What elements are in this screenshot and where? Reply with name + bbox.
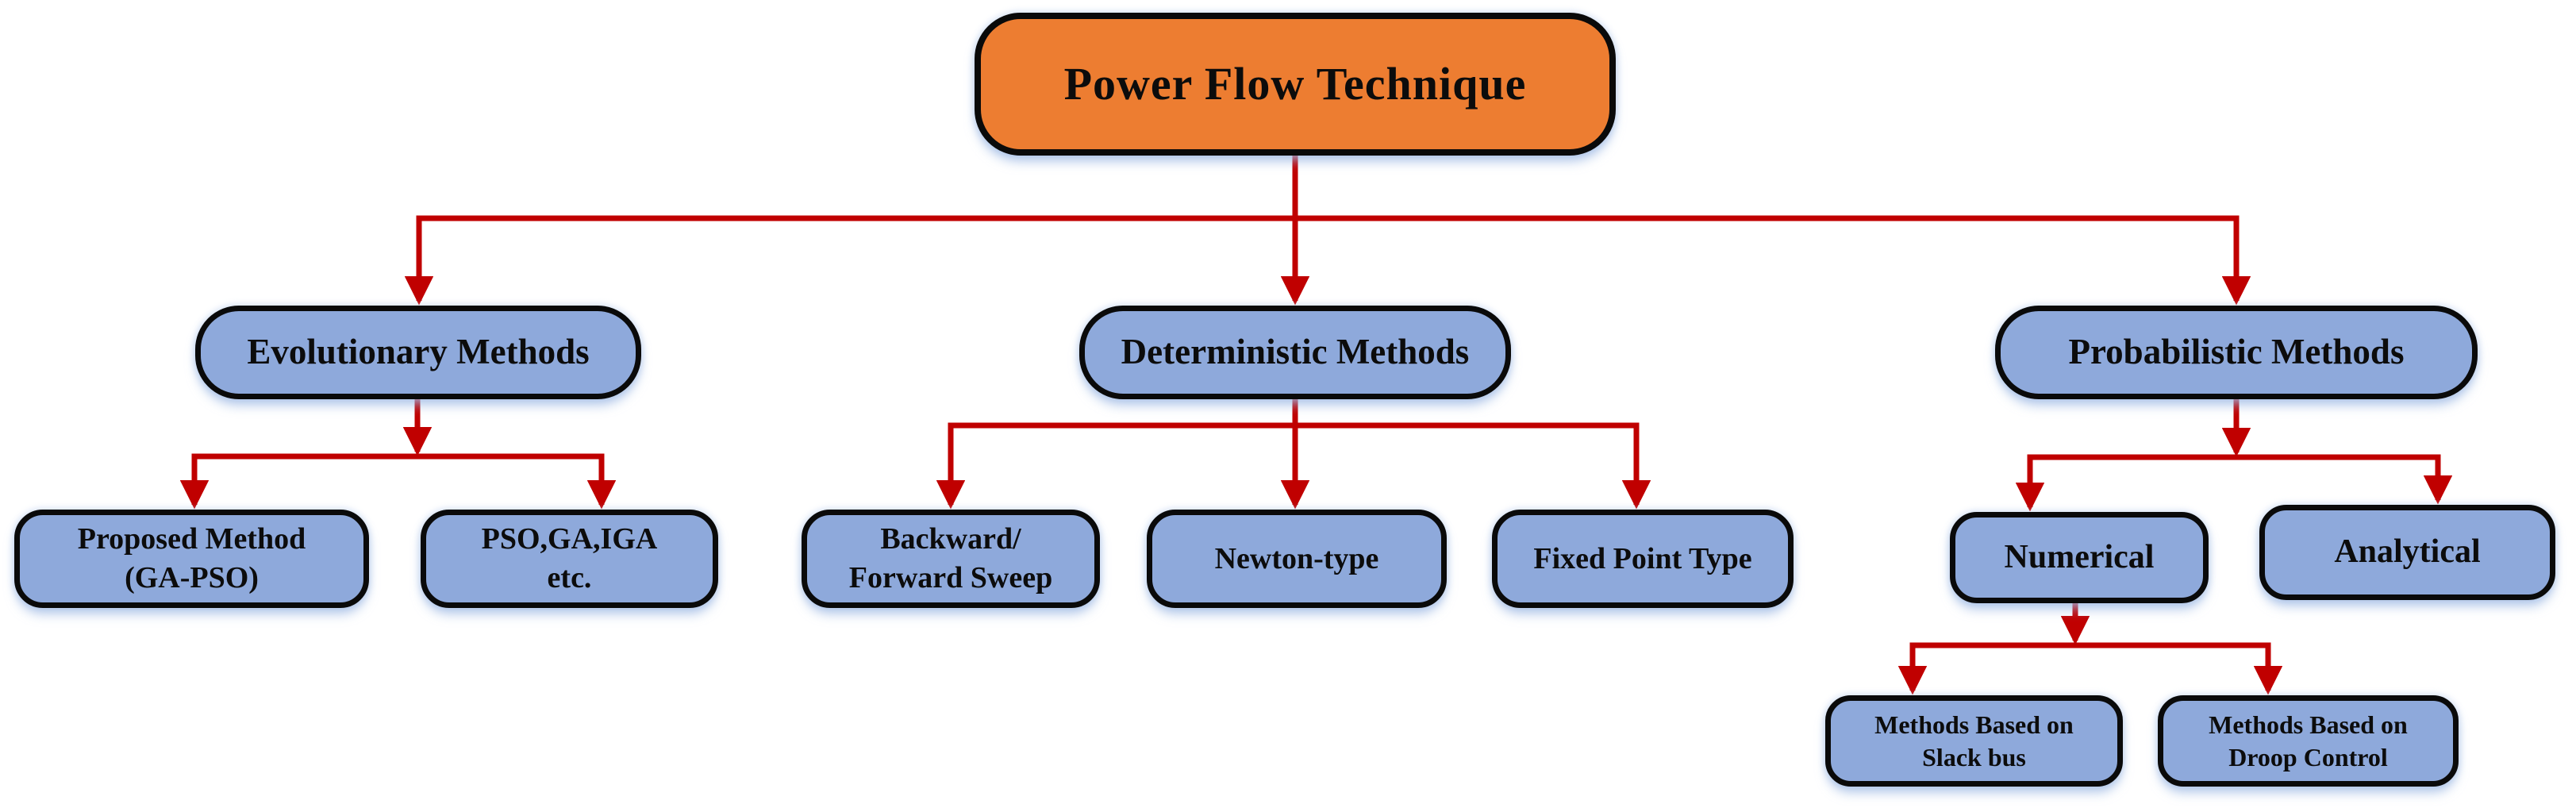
node-methods-based-on-droop-control: Methods Based on Droop Control xyxy=(2158,695,2459,787)
node-newton-type: Newton-type xyxy=(1147,510,1447,608)
node-numerical: Numerical xyxy=(1950,512,2209,603)
node-proposed-method-ga-pso: Proposed Method (GA-PSO) xyxy=(14,510,369,608)
node-probabilistic-methods: Probabilistic Methods xyxy=(1995,306,2478,399)
node-power-flow-technique: Power Flow Technique xyxy=(975,13,1616,156)
node-evolutionary-methods: Evolutionary Methods xyxy=(195,306,641,399)
node-deterministic-methods: Deterministic Methods xyxy=(1079,306,1511,399)
node-analytical: Analytical xyxy=(2259,505,2555,600)
node-backward-forward-sweep: Backward/ Forward Sweep xyxy=(802,510,1100,608)
node-pso-ga-iga-etc: PSO,GA,IGA etc. xyxy=(421,510,718,608)
node-fixed-point-type: Fixed Point Type xyxy=(1492,510,1794,608)
node-methods-based-on-slack-bus: Methods Based on Slack bus xyxy=(1825,695,2123,787)
